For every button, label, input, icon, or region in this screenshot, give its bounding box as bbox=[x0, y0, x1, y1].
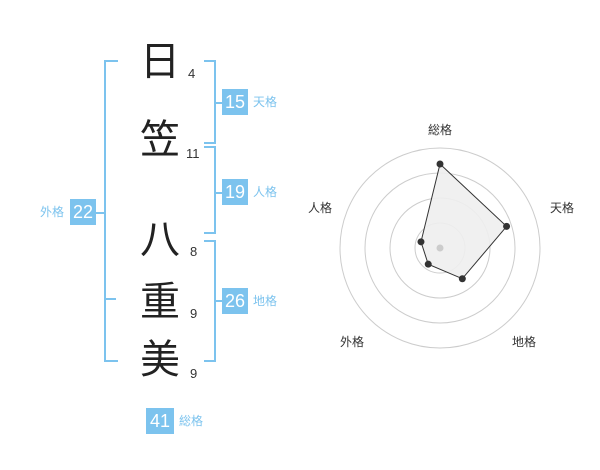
gaikaku-bracket bbox=[104, 60, 118, 362]
tenkaku-connector bbox=[216, 102, 222, 104]
soukaku-label: 総格 bbox=[179, 414, 204, 428]
chikaku-label: 地格 bbox=[253, 294, 278, 308]
soukaku-value: 41 bbox=[146, 408, 174, 434]
stroke-count-3: 8 bbox=[190, 244, 198, 259]
radar-axis-label-1: 総格 bbox=[428, 122, 452, 137]
radar-area bbox=[420, 163, 508, 280]
radar-point-3 bbox=[458, 275, 466, 283]
jinkaku-bracket bbox=[204, 146, 216, 234]
tenkaku-bracket bbox=[204, 60, 216, 144]
chikaku-bracket bbox=[204, 240, 216, 362]
stroke-count-4: 9 bbox=[190, 306, 198, 321]
radar-point-5 bbox=[417, 238, 425, 246]
radar-ring-4 bbox=[339, 147, 541, 349]
radar-axis-label-5: 人格 bbox=[308, 200, 332, 215]
radar-axis-label-4: 外格 bbox=[340, 334, 364, 349]
name-char-5: 美 bbox=[140, 337, 180, 383]
chikaku-upper-tick bbox=[104, 298, 116, 300]
stroke-count-1: 4 bbox=[188, 66, 196, 81]
radar-point-4 bbox=[424, 260, 432, 268]
name-char-1: 日 bbox=[140, 39, 180, 85]
name-char-2: 笠 bbox=[140, 117, 180, 163]
gaikaku-connector bbox=[96, 212, 104, 214]
jinkaku-connector bbox=[216, 192, 222, 194]
stroke-count-2: 11 bbox=[186, 146, 200, 161]
radar-center bbox=[436, 244, 444, 252]
gaikaku-label: 外格 bbox=[40, 205, 65, 219]
stroke-count-5: 9 bbox=[190, 366, 198, 381]
name-char-3: 八 bbox=[140, 217, 180, 263]
radar-point-2 bbox=[503, 222, 511, 230]
radar-axis-label-2: 天格 bbox=[550, 200, 574, 215]
radar-axis-label-3: 地格 bbox=[512, 334, 536, 349]
jinkaku-value: 19 bbox=[222, 179, 248, 205]
tenkaku-value: 15 bbox=[222, 89, 248, 115]
gaikaku-value: 22 bbox=[70, 199, 96, 225]
radar-point-1 bbox=[436, 160, 444, 168]
tenkaku-label: 天格 bbox=[253, 95, 278, 109]
name-char-4: 重 bbox=[140, 279, 180, 325]
jinkaku-label: 人格 bbox=[253, 185, 278, 199]
chikaku-value: 26 bbox=[222, 288, 248, 314]
chikaku-connector bbox=[216, 300, 222, 302]
